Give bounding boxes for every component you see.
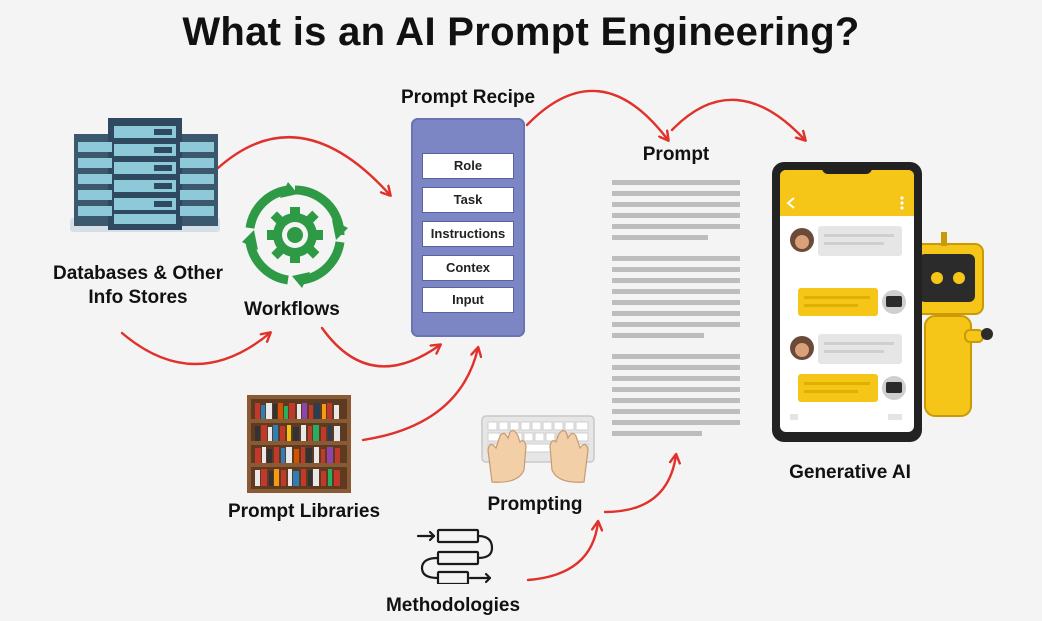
- diagram-title: What is an AI Prompt Engineering?: [182, 10, 860, 54]
- arrow-workflows-to-recipe: [320, 326, 440, 368]
- prompt-document-lines: [612, 180, 740, 436]
- databases-label: Databases & Other Info Stores: [52, 263, 223, 308]
- recipe-item-instructions: Instructions: [422, 221, 514, 247]
- arrow-databases-to-workflows: [120, 333, 270, 366]
- robot-mascot-icon: [910, 232, 993, 417]
- process-flow-icon: [416, 528, 494, 584]
- prompt-libraries-label: Prompt Libraries: [227, 501, 381, 522]
- arrow-databases-to-recipe: [216, 136, 390, 195]
- arrow-prompting-to-prompt: [603, 455, 676, 514]
- recipe-item-input: Input: [422, 287, 514, 313]
- generative-ai-label: Generative AI: [789, 462, 911, 483]
- arrow-prompt-to-generative-ai: [670, 98, 805, 140]
- workflows-label: Workflows: [244, 299, 340, 320]
- recipe-item-context: Contex: [422, 255, 514, 281]
- recipe-item-task: Task: [422, 187, 514, 213]
- prompt-label: Prompt: [642, 144, 710, 165]
- smartphone-chat-icon: [772, 162, 922, 442]
- bookshelf-icon: [247, 395, 351, 493]
- recipe-item-role: Role: [422, 153, 514, 179]
- arrow-methodologies-to-prompting: [526, 522, 598, 582]
- keyboard-typing-icon: [481, 415, 595, 483]
- arrow-libraries-to-recipe: [361, 348, 478, 442]
- methodologies-label: Methodologies: [385, 595, 521, 616]
- server-rack-icon: [70, 118, 220, 232]
- arrow-recipe-to-prompt: [525, 89, 668, 140]
- prompt-recipe-label: Prompt Recipe: [400, 87, 536, 108]
- prompting-label: Prompting: [487, 494, 583, 515]
- gear-cycle-icon: [242, 182, 348, 288]
- prompt-recipe-card: Role Task Instructions Contex Input: [411, 118, 525, 337]
